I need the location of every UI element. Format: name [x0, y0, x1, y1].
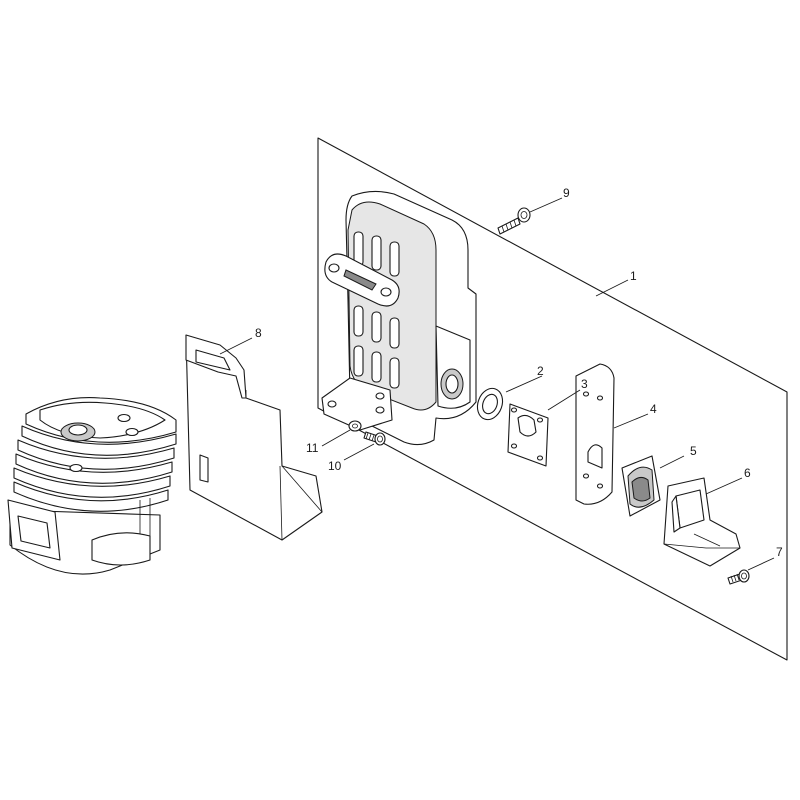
callout-2: 2 — [537, 364, 544, 378]
callout-4: 4 — [650, 402, 657, 416]
leader-7 — [747, 557, 775, 571]
callout-9: 9 — [563, 186, 570, 200]
leader-5 — [659, 455, 685, 469]
part-8-heat-shield — [185, 334, 323, 541]
part-1-muffler — [321, 190, 477, 446]
part-3-gasket-plate — [507, 403, 549, 467]
part-5-cap — [621, 455, 661, 517]
leader-4 — [613, 413, 649, 429]
callout-3: 3 — [581, 377, 588, 391]
part-2-gasket-ring — [476, 387, 504, 421]
part-10-screw — [363, 431, 386, 446]
leader-10 — [343, 443, 375, 461]
callout-10: 10 — [328, 459, 342, 473]
callout-labels: 1 2 3 4 5 6 7 8 9 10 11 — [255, 186, 783, 559]
cylinder-drawing — [7, 397, 177, 575]
leader-11 — [321, 429, 351, 447]
part-9-bolt — [497, 207, 531, 235]
callout-1: 1 — [630, 269, 637, 283]
callout-11: 11 — [306, 441, 319, 455]
leader-3 — [547, 389, 581, 411]
leader-2 — [505, 375, 543, 393]
leader-9 — [529, 197, 563, 213]
part-11-washer — [348, 420, 362, 432]
leader-1 — [595, 279, 629, 297]
callout-6: 6 — [744, 466, 751, 480]
leader-lines — [219, 197, 775, 571]
part-7-screw — [727, 569, 750, 585]
leader-6 — [705, 477, 743, 495]
callout-8: 8 — [255, 326, 262, 340]
callout-5: 5 — [690, 444, 697, 458]
assembly-frame — [317, 137, 788, 661]
part-6-deflector — [663, 477, 741, 567]
leader-8 — [219, 337, 253, 355]
callout-7: 7 — [776, 545, 783, 559]
part-4-spark-plate — [575, 363, 615, 505]
